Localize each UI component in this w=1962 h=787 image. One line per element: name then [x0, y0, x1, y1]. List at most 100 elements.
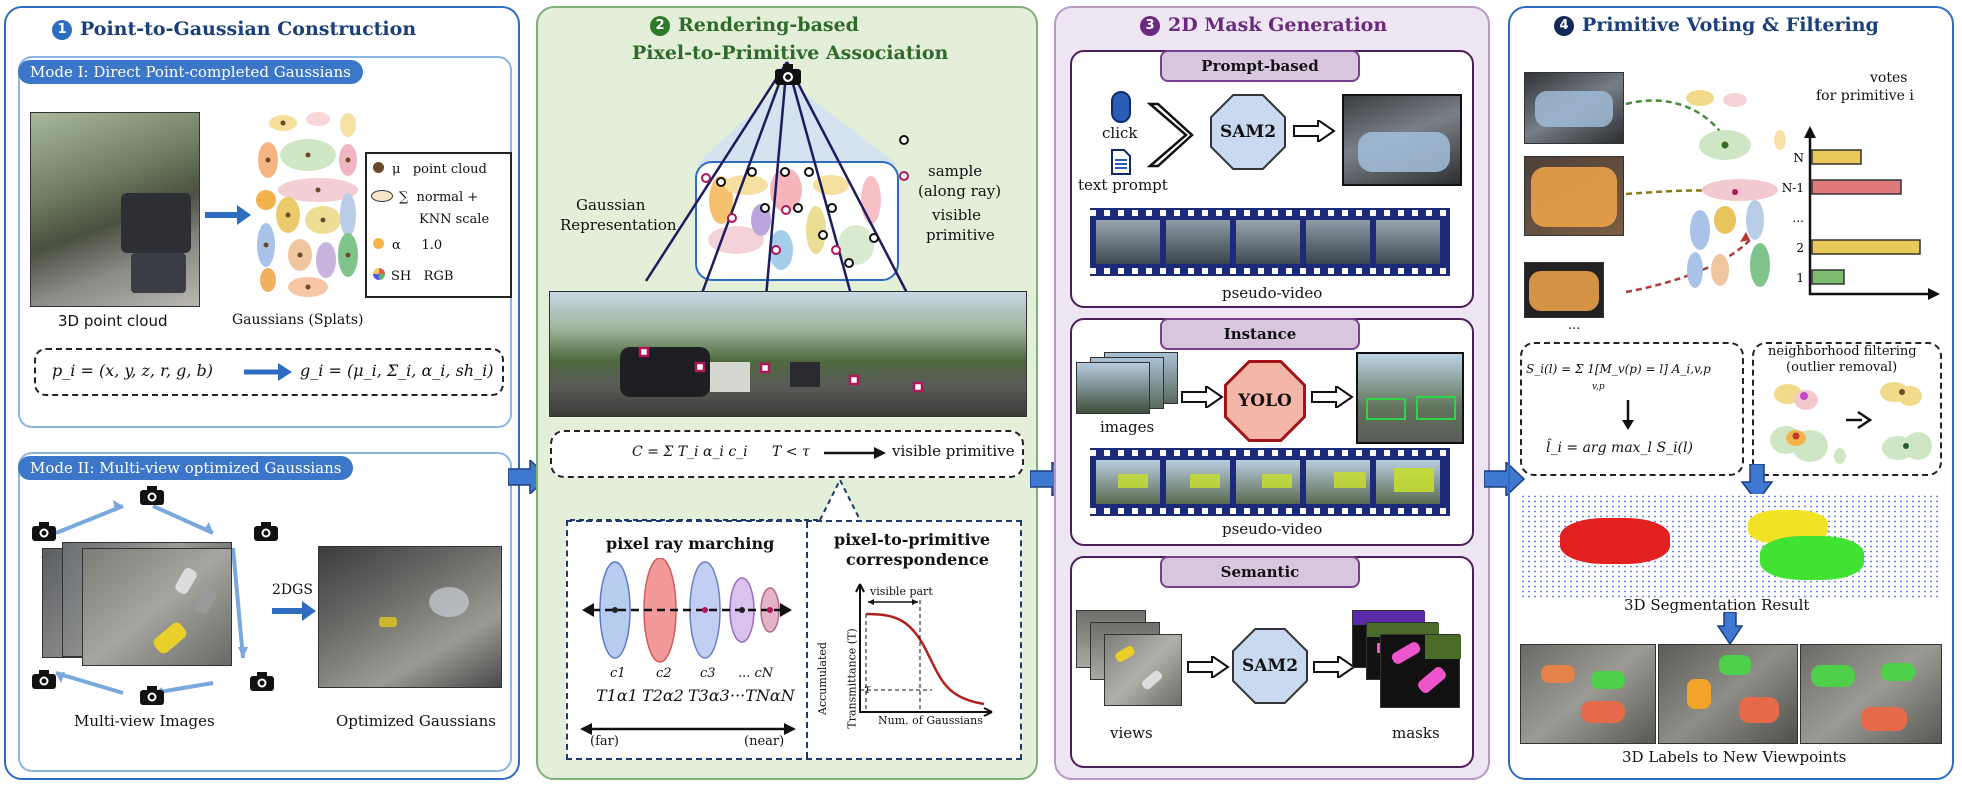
marching-title: pixel ray marching	[606, 534, 775, 553]
alpha-dot-icon	[373, 238, 384, 249]
semantic-views-stack	[1076, 610, 1186, 722]
semantic-masks-stack	[1352, 610, 1462, 722]
legend-symbol: α	[392, 238, 401, 253]
vote-bar-label: N-1	[1782, 181, 1804, 195]
color-dot-icon	[373, 268, 385, 280]
yolo-result-image	[1356, 352, 1464, 444]
vote-bar	[1811, 149, 1862, 165]
multiview-label: Multi-view Images	[74, 712, 215, 730]
images-label: images	[1100, 418, 1155, 436]
vote-view-image-2	[1524, 156, 1624, 236]
far-near-arrow	[580, 723, 796, 735]
visible-line1: visible	[932, 206, 982, 224]
y-axis-line2: Transmittance (T)	[845, 628, 859, 729]
sample-line1: sample	[928, 162, 983, 180]
t-label-2: T2α2	[642, 686, 684, 705]
vote-view-image-1	[1524, 72, 1624, 144]
legend-text: RGB	[423, 269, 454, 284]
yolo-node: YOLO	[1227, 363, 1303, 439]
sam2-node-fill: SAM2	[1212, 96, 1284, 168]
panel-voting-filtering	[1508, 6, 1954, 780]
vote-formula-box	[1520, 342, 1744, 476]
panel3-number: 3	[1140, 16, 1160, 36]
panel2-title: 2 Rendering-based	[650, 14, 859, 36]
panel2-number: 2	[650, 16, 670, 36]
optimized-label: Optimized Gaussians	[336, 712, 496, 730]
vote-bar-label: 1	[1796, 271, 1804, 285]
instance-title: Instance	[1160, 318, 1360, 350]
corr-title-line2: correspondence	[846, 550, 989, 569]
vote-chart-y-arrow	[1804, 126, 1816, 138]
vote-bar-label: N	[1794, 151, 1805, 165]
camera-icon	[250, 672, 274, 691]
sam2-label-2: SAM2	[1241, 656, 1299, 676]
vote-bar	[1811, 179, 1902, 195]
dot-icon	[373, 162, 384, 173]
t-label-3: T3α3	[688, 686, 730, 705]
mouse-icon	[1111, 91, 1131, 123]
new-view-image-2	[1658, 644, 1798, 744]
votes-line2: for primitive i	[1816, 88, 1914, 104]
far-label: (far)	[590, 734, 619, 749]
vote-chart-axes	[1808, 130, 1936, 296]
argmax-formula: l̂_i = arg max_l S_i(l)	[1546, 440, 1693, 456]
camera-icon	[32, 522, 56, 541]
c-label-n: ... cN	[738, 666, 774, 681]
panel2-title-line1: Rendering-based	[678, 14, 859, 36]
ray-marching-box	[566, 520, 1022, 760]
new-view-image-3	[1800, 644, 1942, 744]
legend-row-sigma: ∑ normal +	[371, 190, 478, 205]
render-formula-box	[550, 430, 1024, 478]
semantic-title: Semantic	[1160, 556, 1360, 588]
callout-lines	[570, 477, 860, 521]
gaussian-rep-line2: Representation	[560, 216, 677, 234]
seg-result-label: 3D Segmentation Result	[1624, 596, 1810, 614]
condition-arrow	[824, 447, 886, 459]
t-label-n: ···TNαN	[730, 686, 795, 705]
y-axis-line1: Accumulated	[815, 642, 829, 715]
legend-row-sh: SH RGB	[373, 268, 453, 284]
yolo-label: YOLO	[1238, 391, 1292, 411]
pseudo-video-strip-2	[1090, 448, 1450, 516]
ellipsis-label: ...	[1568, 318, 1581, 333]
multiview-images-stack	[42, 542, 232, 668]
vote-bar	[1811, 239, 1921, 255]
vote-bar-chart: NN-1...21	[1782, 126, 1940, 300]
gaussian-legend: μ point cloud ∑ normal + KNN scale α 1.0…	[365, 152, 512, 298]
sample-line2: (along ray)	[918, 182, 1002, 200]
mode2-box	[18, 452, 512, 772]
pixel-markers	[638, 346, 924, 393]
mode2-tag: Mode II: Multi-view optimized Gaussians	[18, 456, 354, 480]
formula-down-arrow	[1622, 400, 1634, 430]
gaussians-label: Gaussians (Splats)	[232, 312, 364, 328]
filter-line1: neighborhood filtering	[1768, 344, 1917, 359]
arrow-2dgs	[272, 601, 316, 621]
x-axis-label: Num. of Gaussians	[878, 714, 983, 727]
method-label: 2DGS	[272, 582, 313, 598]
camera-icon	[140, 686, 164, 705]
instance-images-stack	[1076, 352, 1180, 416]
arrow-right-icon	[1313, 656, 1356, 678]
sam2-node-2: SAM2	[1234, 630, 1306, 702]
legend-row-sigma-2: KNN scale	[419, 212, 490, 227]
ellipse-icon	[371, 190, 393, 202]
panel-point-to-gaussian	[4, 6, 520, 780]
ray-marching-divider	[806, 522, 808, 758]
panel1-title-text: Point-to-Gaussian Construction	[80, 18, 417, 40]
formula-left: p_i = (x, y, z, r, g, b)	[52, 361, 214, 380]
votes-line1: votes	[1870, 70, 1908, 86]
panel2-title-line2: Pixel-to-Primitive Association	[632, 42, 949, 64]
vote-bar-label: 2	[1796, 241, 1804, 255]
panel4-title-text: Primitive Voting & Filtering	[1582, 14, 1879, 36]
mode1-formula-box	[34, 348, 504, 396]
formula-arrow	[244, 363, 292, 381]
result-down-arrow	[1740, 464, 1774, 504]
new-views-label: 3D Labels to New Viewpoints	[1622, 748, 1847, 766]
formula-right: g_i = (μ_i, Σ_i, α_i, sh_i)	[300, 361, 494, 380]
camera-icon	[32, 670, 56, 689]
gaussian-splats-graphic	[256, 112, 358, 297]
arrow-panel3-to-4	[1484, 462, 1526, 496]
